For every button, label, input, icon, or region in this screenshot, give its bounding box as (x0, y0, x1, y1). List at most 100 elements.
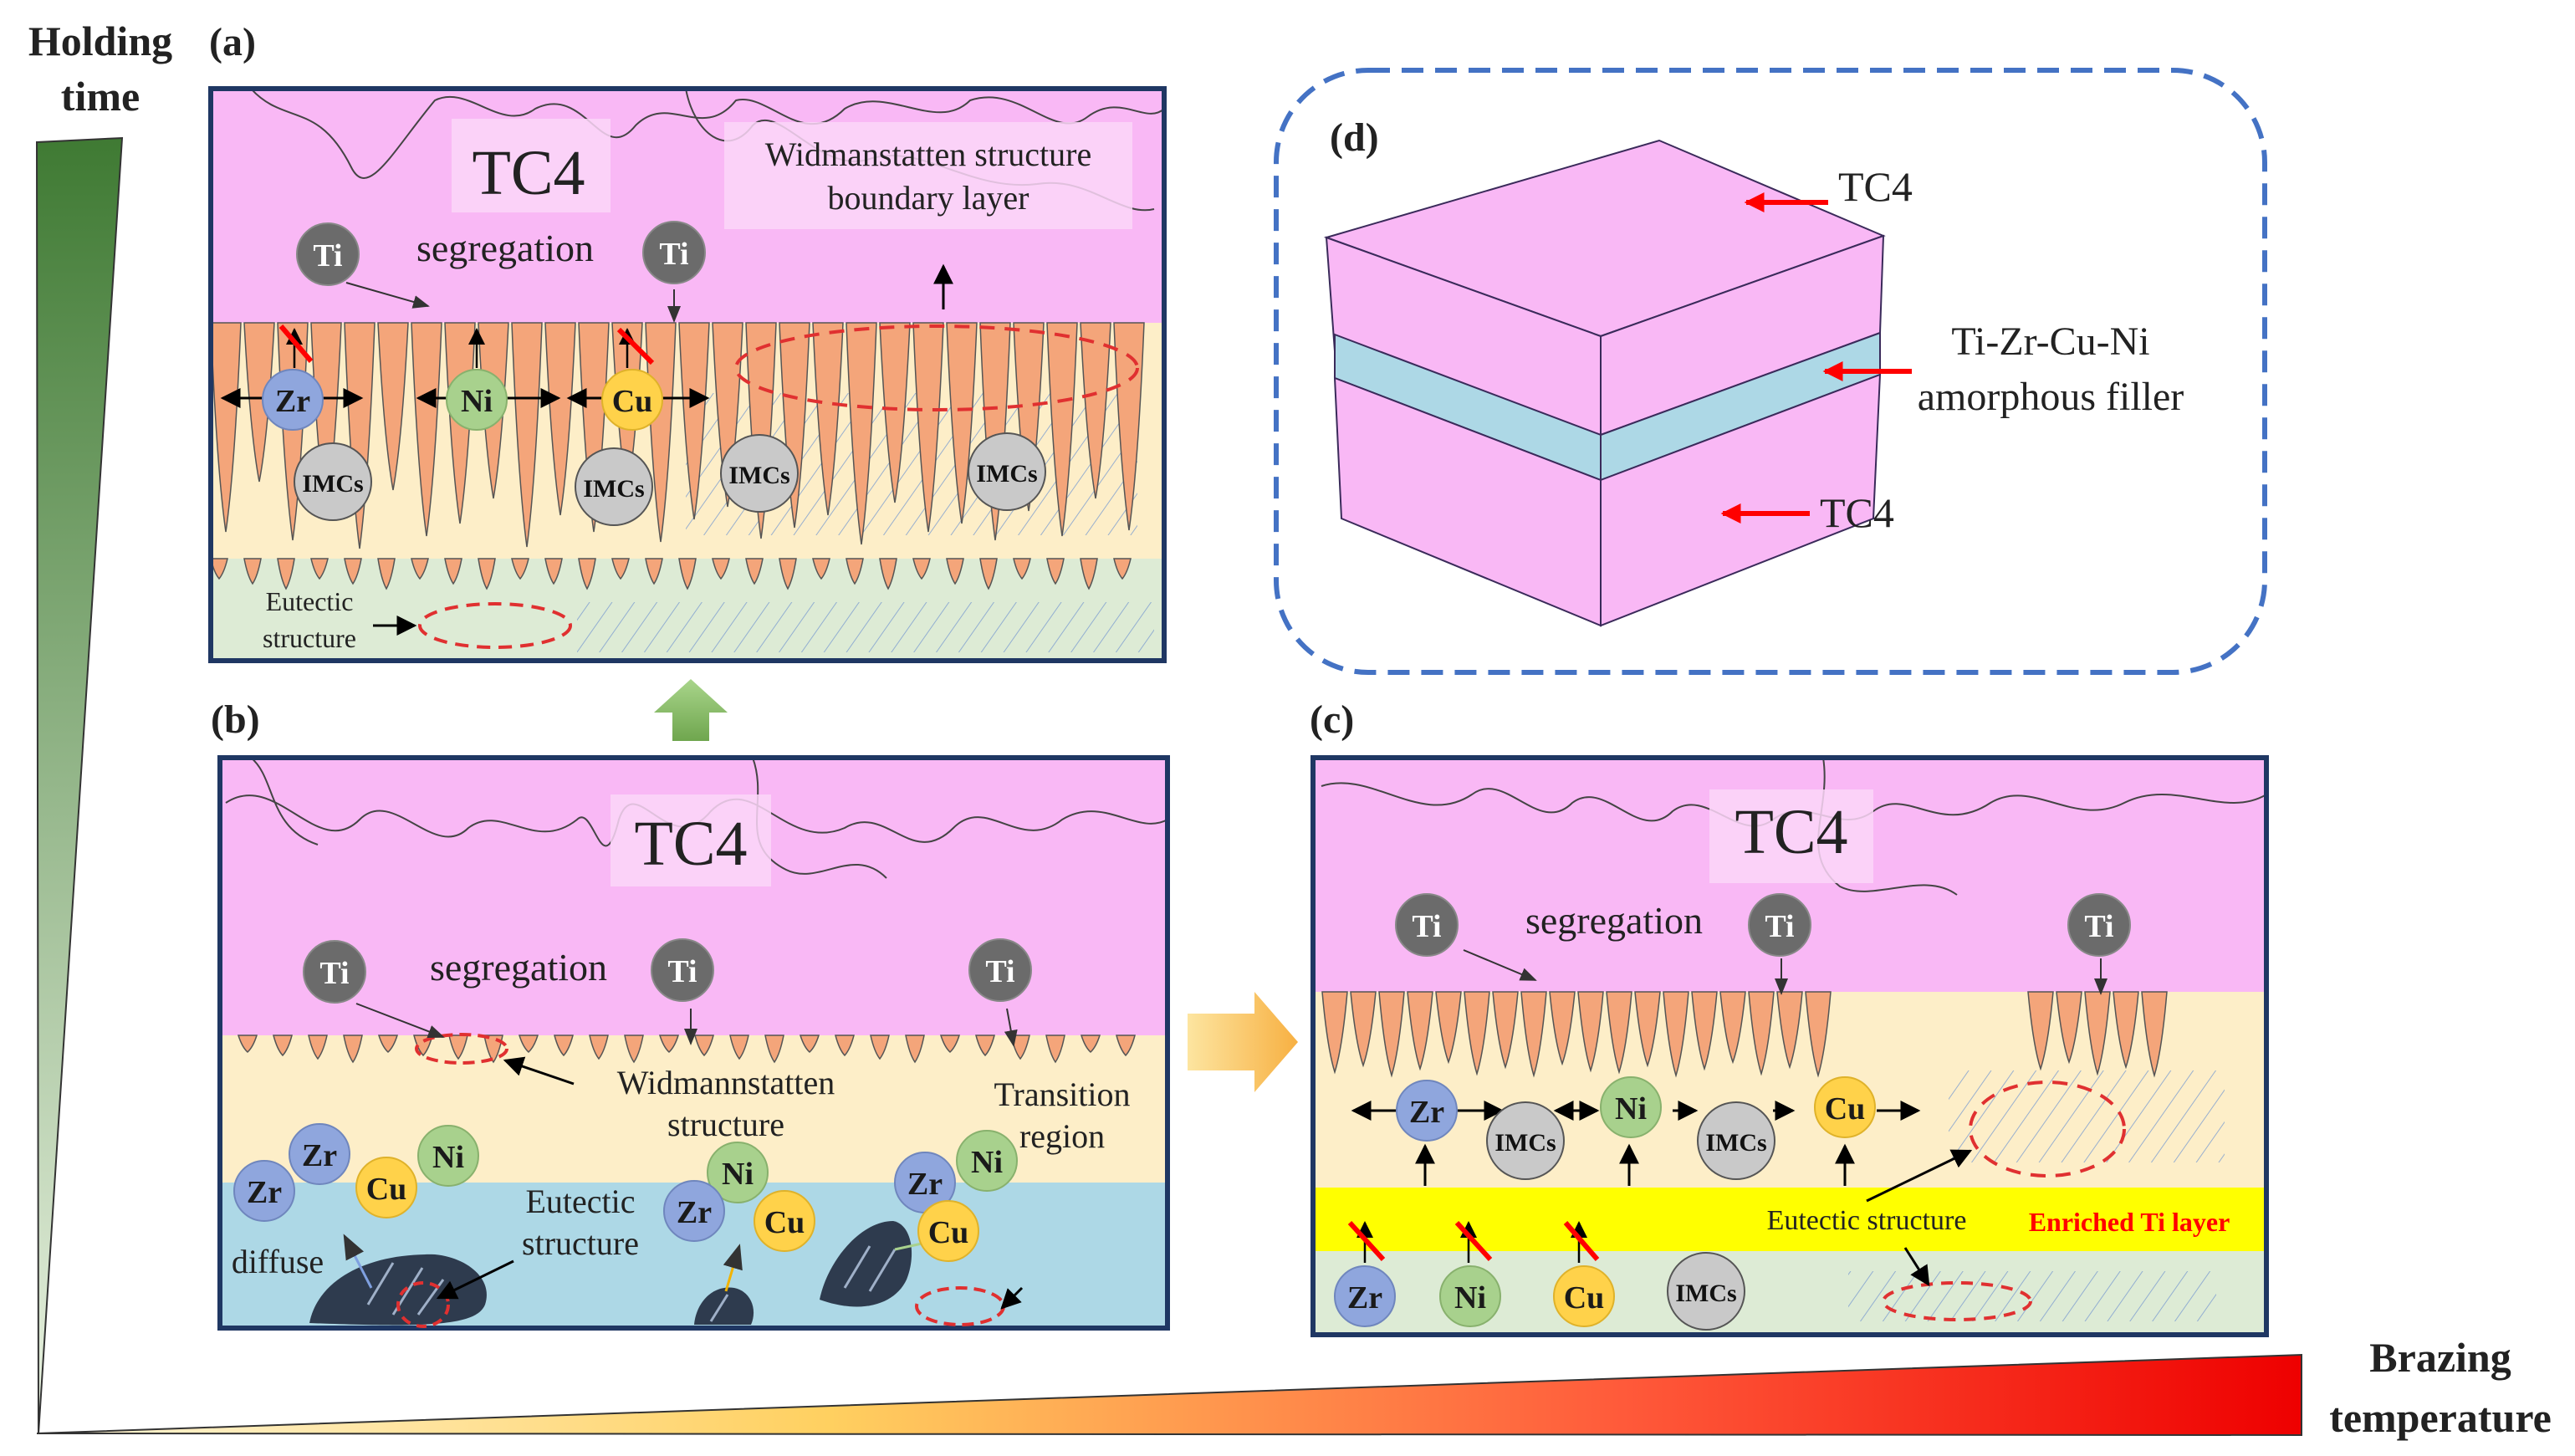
panel-b-grain (237, 1035, 258, 1054)
panel-b-zr-atom-1: Zr (289, 1123, 350, 1185)
panel-b-ti-atom-3: Ti (968, 938, 1032, 1002)
panel-d-filler-label-2: amorphous filler (1918, 375, 2184, 419)
panel-a-short-grain (745, 558, 764, 585)
panel-a: TC4 Widmanstatten structure boundary lay… (208, 86, 1167, 663)
panel-c: TC4 segregation Eutectic structure En (1310, 755, 2269, 1337)
panel-b-ti-atom-1: Ti (303, 940, 366, 1004)
svg-text:Ni: Ni (1454, 1280, 1486, 1316)
panel-a-short-grain (946, 558, 964, 585)
panel-b-grain (518, 1035, 539, 1054)
brazing-temperature-wedge (36, 1353, 2302, 1437)
panel-a-grain (979, 322, 1011, 541)
svg-text:Ni: Ni (461, 384, 493, 419)
panel-a-short-grain (812, 558, 830, 580)
panel-a-short-grain (645, 558, 663, 585)
panel-b-eutectic-ellipse (396, 1281, 450, 1328)
panel-a-grain (745, 322, 777, 539)
panel-a-eutectic-label-2: structure (263, 623, 356, 653)
cube-right-lower (1600, 373, 1882, 627)
panel-a-blocked-arrows (278, 324, 655, 368)
panel-c-ti-atom-1: Ti (1395, 893, 1459, 957)
svg-text:Cu: Cu (1564, 1280, 1605, 1316)
panel-c-grain (1378, 991, 1405, 1078)
panel-c-ni-atom-1: Ni (1600, 1076, 1662, 1138)
panel-a-short-grain (678, 558, 697, 590)
panel-b-widman-label-2: structure (667, 1106, 784, 1143)
panel-b-zr-atom-2: Zr (233, 1160, 295, 1222)
svg-text:IMCs: IMCs (1494, 1129, 1556, 1157)
panel-b-grain (554, 1035, 574, 1057)
panel-c-imcs-atom-2: IMCs (1697, 1101, 1775, 1180)
panel-a-cu-atom: Cu (601, 369, 663, 431)
svg-text:Ti: Ti (2084, 909, 2113, 944)
panel-b-zr-atom-4: Zr (894, 1152, 956, 1213)
panel-a-short-grain (912, 558, 931, 580)
panel-a-short-grain (979, 558, 998, 590)
panel-c-grain (1805, 991, 1832, 1078)
panel-b-transition-label-2: region (1019, 1117, 1105, 1155)
panel-a-imcs-atom-1: IMCs (294, 442, 372, 521)
panel-b-tag: (b) (211, 697, 260, 742)
panel-c-cu-atom-2: Cu (1553, 1265, 1615, 1327)
panel-a-widman-label-1: Widmanstatten structure (765, 135, 1092, 173)
panel-a-short-grain (578, 558, 596, 590)
panel-c-segregation-label: segregation (1525, 899, 1703, 942)
panel-a-short-grain (344, 558, 362, 585)
panel-c-grain (1663, 991, 1689, 1078)
panel-c-grain (1350, 991, 1377, 1068)
panel-b-particle-2 (694, 1287, 754, 1325)
panel-b-grain (799, 1035, 820, 1054)
panel-c-grain (1606, 991, 1632, 1075)
svg-text:Zr: Zr (1347, 1280, 1382, 1316)
panel-b-widman-ellipse (415, 1033, 508, 1065)
panel-a-short-grain (444, 558, 462, 585)
panel-a-short-grain (243, 558, 262, 585)
svg-text:IMCs: IMCs (728, 462, 789, 489)
panel-c-grain (1634, 991, 1661, 1068)
panel-c-frame (1310, 755, 2269, 1337)
panel-c-grain (1464, 991, 1490, 1076)
panel-b-eutectic-label-1: Eutectic (525, 1183, 635, 1220)
brazing-temperature-label-2: temperature (2329, 1394, 2552, 1441)
panel-a-grain (879, 322, 911, 503)
panel-a-short-grain (1113, 558, 1132, 580)
svg-text:Cu: Cu (612, 384, 653, 419)
panel-c-eutectic-label: Eutectic structure (1767, 1205, 1967, 1236)
panel-b-grain (589, 1035, 609, 1060)
panel-c-cu-atom-1: Cu (1814, 1076, 1876, 1138)
svg-text:IMCs: IMCs (583, 475, 644, 503)
panel-c-grain (1321, 991, 1348, 1075)
panel-c-grain (1492, 991, 1519, 1070)
panel-c-tag: (c) (1310, 697, 1354, 742)
panel-b-grain (975, 1035, 995, 1057)
panel-c-grain (1719, 991, 1746, 1065)
svg-text:Cu: Cu (764, 1205, 805, 1240)
panel-c-zr-atom-1: Zr (1396, 1080, 1458, 1142)
brazing-temperature-label-1: Brazing (2369, 1334, 2511, 1381)
panel-b-particle-3 (820, 1221, 912, 1307)
panel-a-grain (1046, 322, 1078, 537)
panel-a-grain (1013, 322, 1045, 512)
svg-text:Ti: Ti (985, 954, 1014, 989)
panel-b-segregation-label: segregation (430, 946, 607, 989)
svg-text:Ti: Ti (313, 238, 342, 273)
panel-b-ni-atom-3: Ni (956, 1130, 1018, 1192)
panel-a-widman-ellipse (734, 324, 1139, 411)
panel-b: TC4 segregation Widmannstatten structure… (217, 755, 1170, 1331)
panel-c-grain (2027, 991, 2054, 1071)
svg-text:Ti: Ti (667, 954, 697, 989)
panel-a-tc4-label: TC4 (472, 138, 585, 208)
holding-time-label-2: time (61, 73, 140, 120)
panel-c-grain (1776, 991, 1803, 1070)
svg-text:Ni: Ni (971, 1145, 1003, 1180)
panel-a-imcs-atom-4: IMCs (968, 432, 1046, 511)
panel-a-eutectic-ellipse (418, 602, 572, 649)
panel-c-eutectic-ellipse (1882, 1281, 2032, 1321)
panel-c-grain (1520, 991, 1547, 1078)
panel-c-zr-atom-2: Zr (1334, 1265, 1396, 1327)
panel-b-grain (1080, 1035, 1101, 1054)
panel-a-grain (946, 322, 978, 524)
panel-a-short-grain (1080, 558, 1098, 590)
panel-b-diffuse-label: diffuse (232, 1243, 324, 1280)
panel-b-ti-atom-2: Ti (651, 938, 714, 1002)
